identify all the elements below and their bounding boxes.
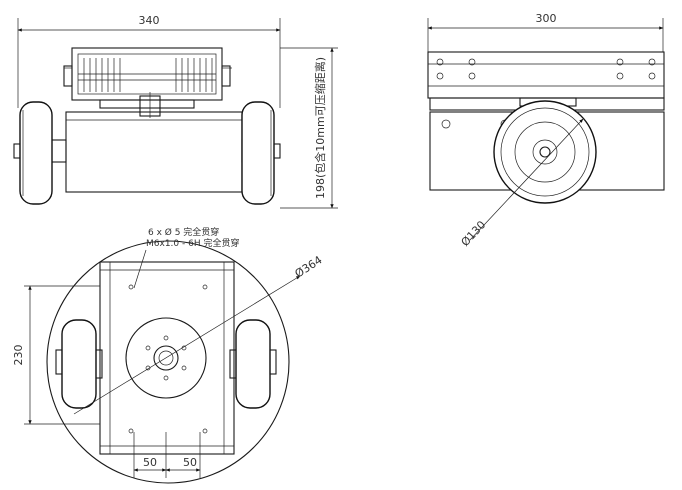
mount-plate [427, 51, 665, 99]
top-left-wheel [61, 319, 97, 409]
springs-right [175, 58, 213, 92]
side-view: 300 Ø130 [427, 12, 665, 249]
top-right-wheel [235, 319, 271, 409]
spacing-right-dimension: 50 [183, 456, 197, 469]
top-view: 6 x Ø 5 完全贯穿 M6x1.0 - 6H 完全贯穿 Ø364 230 5… [12, 226, 325, 484]
outer-diameter-label: Ø364 [293, 253, 325, 280]
front-view: 340 198(包含10mm可压缩距离) [13, 14, 338, 209]
hole-note-leader [133, 249, 147, 289]
motor-body [65, 111, 243, 193]
hole-note-2: M6x1.0 - 6H 完全贯穿 [146, 237, 239, 249]
chassis-frame [99, 261, 235, 455]
side-width-dimension: 300 [536, 12, 557, 25]
front-width-dimension: 340 [139, 14, 160, 27]
hole-note-1: 6 x Ø 5 完全贯穿 [148, 226, 219, 238]
outer-diameter-leader [73, 275, 301, 415]
springs-left [83, 58, 121, 92]
front-right-wheel [241, 101, 275, 205]
outer-footprint-circle [46, 240, 290, 484]
wheel-diameter-label: Ø130 [459, 218, 489, 249]
wheel-diameter-leader [469, 118, 584, 241]
spacing-left-dimension: 50 [143, 456, 157, 469]
side-wheel [493, 100, 597, 204]
center-hub [125, 317, 207, 399]
top-height-dimension: 230 [12, 345, 25, 366]
front-left-wheel [19, 101, 53, 205]
front-height-dimension: 198(包含10mm可压缩距离) [313, 57, 327, 199]
